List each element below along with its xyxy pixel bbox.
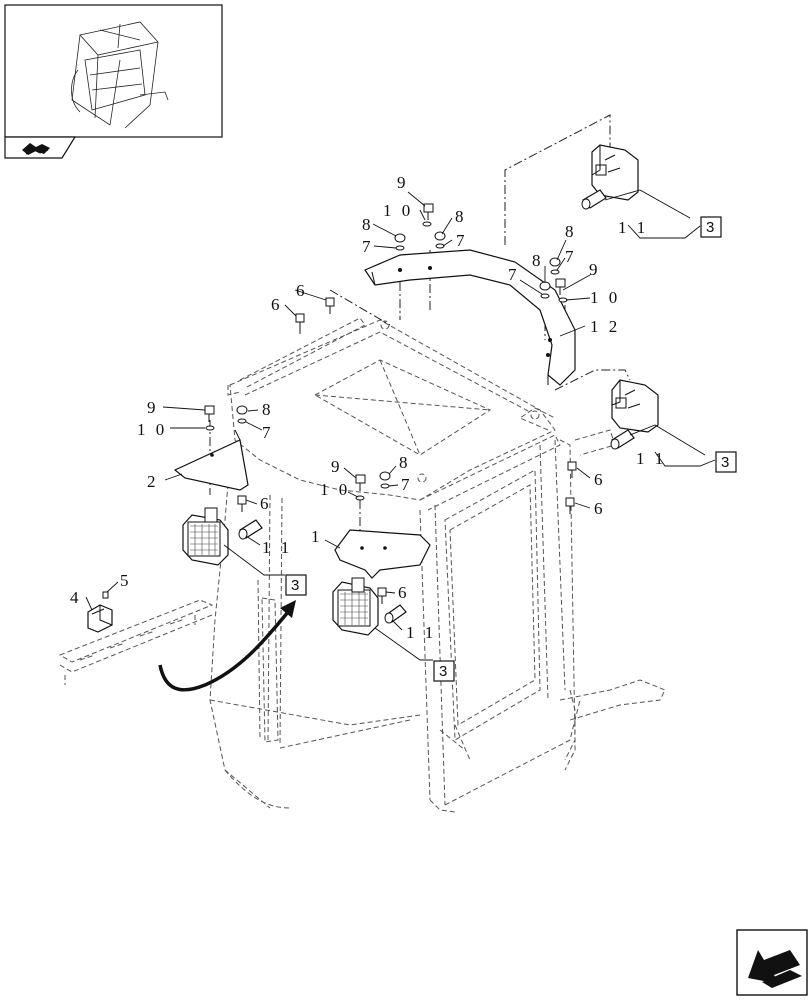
label-7: 7 bbox=[565, 247, 577, 266]
front-left-bracket bbox=[173, 429, 249, 491]
label-6: 6 bbox=[296, 281, 308, 300]
switch-assembly bbox=[87, 591, 113, 633]
rear-lamp-bracket bbox=[364, 249, 576, 386]
rear-work-light-lower bbox=[611, 379, 659, 433]
bolts bbox=[204, 203, 577, 604]
label-8: 8 bbox=[532, 251, 544, 270]
callout-labels: 9 1 0 8 8 7 7 8 8 7 7 9 1 0 1 2 6 6 9 1 … bbox=[70, 173, 666, 642]
previous-page-nav-button[interactable] bbox=[736, 929, 808, 996]
reference-box-3: 3 bbox=[715, 451, 737, 473]
bolt-6e bbox=[565, 497, 575, 514]
label-8: 8 bbox=[262, 400, 274, 419]
label-7: 7 bbox=[508, 265, 520, 284]
label-6: 6 bbox=[271, 295, 283, 314]
reference-box-3: 3 bbox=[700, 216, 722, 238]
label-2: 2 bbox=[147, 472, 159, 491]
cab-structure bbox=[58, 317, 666, 813]
bolt-6d bbox=[567, 461, 577, 478]
front-right-bracket bbox=[334, 529, 431, 579]
label-7: 7 bbox=[262, 423, 274, 442]
previous-page-arrow-icon bbox=[748, 950, 802, 988]
label-11: 1 1 bbox=[618, 218, 648, 237]
bulbs bbox=[238, 189, 635, 624]
svg-text:3: 3 bbox=[439, 663, 447, 680]
book-icon bbox=[22, 143, 50, 155]
label-11: 1 1 bbox=[636, 449, 666, 468]
front-work-light-left bbox=[182, 507, 229, 566]
label-6: 6 bbox=[594, 470, 606, 489]
label-6: 6 bbox=[398, 583, 410, 602]
thumbnail-frame bbox=[4, 4, 223, 138]
bolt-6b bbox=[325, 297, 335, 314]
svg-text:3: 3 bbox=[721, 454, 729, 471]
nuts-and-washers bbox=[205, 221, 568, 501]
cab-thumbnail-icon bbox=[71, 21, 169, 129]
label-8: 8 bbox=[565, 222, 577, 241]
label-1: 1 bbox=[311, 527, 323, 546]
bolt-6f bbox=[377, 587, 387, 604]
leader-lines bbox=[85, 189, 716, 661]
bolt-9d bbox=[355, 474, 366, 491]
label-10: 1 0 bbox=[590, 288, 620, 307]
label-11: 1 1 bbox=[406, 623, 436, 642]
svg-text:3: 3 bbox=[291, 577, 299, 594]
label-10: 1 0 bbox=[137, 420, 167, 439]
label-9: 9 bbox=[397, 173, 409, 192]
label-7: 7 bbox=[362, 237, 374, 256]
front-work-light-right bbox=[332, 577, 379, 636]
label-6: 6 bbox=[594, 499, 606, 518]
label-7: 7 bbox=[456, 231, 468, 250]
label-8: 8 bbox=[399, 453, 411, 472]
book-icon-tab[interactable] bbox=[4, 136, 77, 159]
label-8: 8 bbox=[455, 207, 467, 226]
label-4: 4 bbox=[70, 588, 82, 607]
label-8: 8 bbox=[362, 215, 374, 234]
label-9: 9 bbox=[147, 398, 159, 417]
reference-boxes: 3 3 3 3 bbox=[285, 216, 737, 682]
rear-work-light-upper bbox=[591, 144, 639, 201]
label-9: 9 bbox=[589, 260, 601, 279]
bolt-6c bbox=[237, 495, 247, 512]
label-5: 5 bbox=[120, 571, 132, 590]
label-10: 1 0 bbox=[320, 480, 350, 499]
bolt-9c bbox=[204, 405, 215, 422]
bolt-9a bbox=[423, 203, 434, 220]
reference-box-3: 3 bbox=[433, 660, 455, 682]
label-10: 1 0 bbox=[383, 201, 413, 220]
label-11: 1 1 bbox=[262, 538, 292, 557]
label-9: 9 bbox=[331, 457, 343, 476]
svg-text:3: 3 bbox=[706, 219, 714, 236]
label-6: 6 bbox=[260, 494, 272, 513]
curved-arrow bbox=[158, 600, 296, 692]
reference-box-3: 3 bbox=[285, 574, 307, 596]
label-7: 7 bbox=[401, 475, 413, 494]
label-12: 1 2 bbox=[590, 317, 620, 336]
bolt-9b bbox=[555, 278, 566, 295]
bolt-6a bbox=[295, 313, 305, 330]
